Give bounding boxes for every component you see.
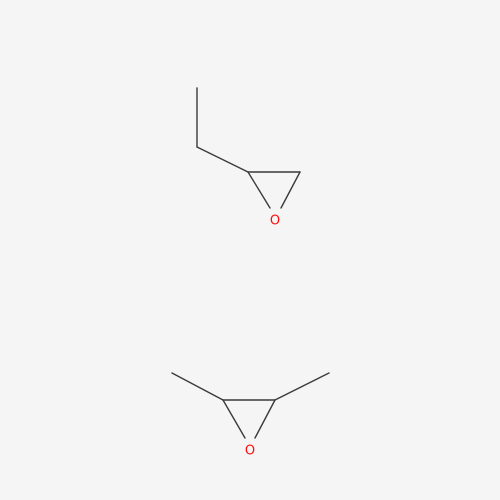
molecule-dimethyloxirane: O: [171, 372, 330, 459]
oxygen-atom-label: O: [245, 444, 255, 459]
oxygen-atom-label: O: [270, 214, 280, 229]
bond-ethyl-ch2-c2: [196, 146, 249, 173]
bond-methyl-left: [171, 372, 224, 401]
bond-methyl-right: [274, 372, 330, 401]
molecule-ethyloxirane: O: [196, 87, 301, 229]
bond-ring-c3-o: [280, 171, 301, 209]
bond-ring-c2-o: [247, 171, 271, 209]
bond-ring-c3-o: [254, 399, 276, 439]
bond-ring-c2-o: [222, 399, 246, 439]
